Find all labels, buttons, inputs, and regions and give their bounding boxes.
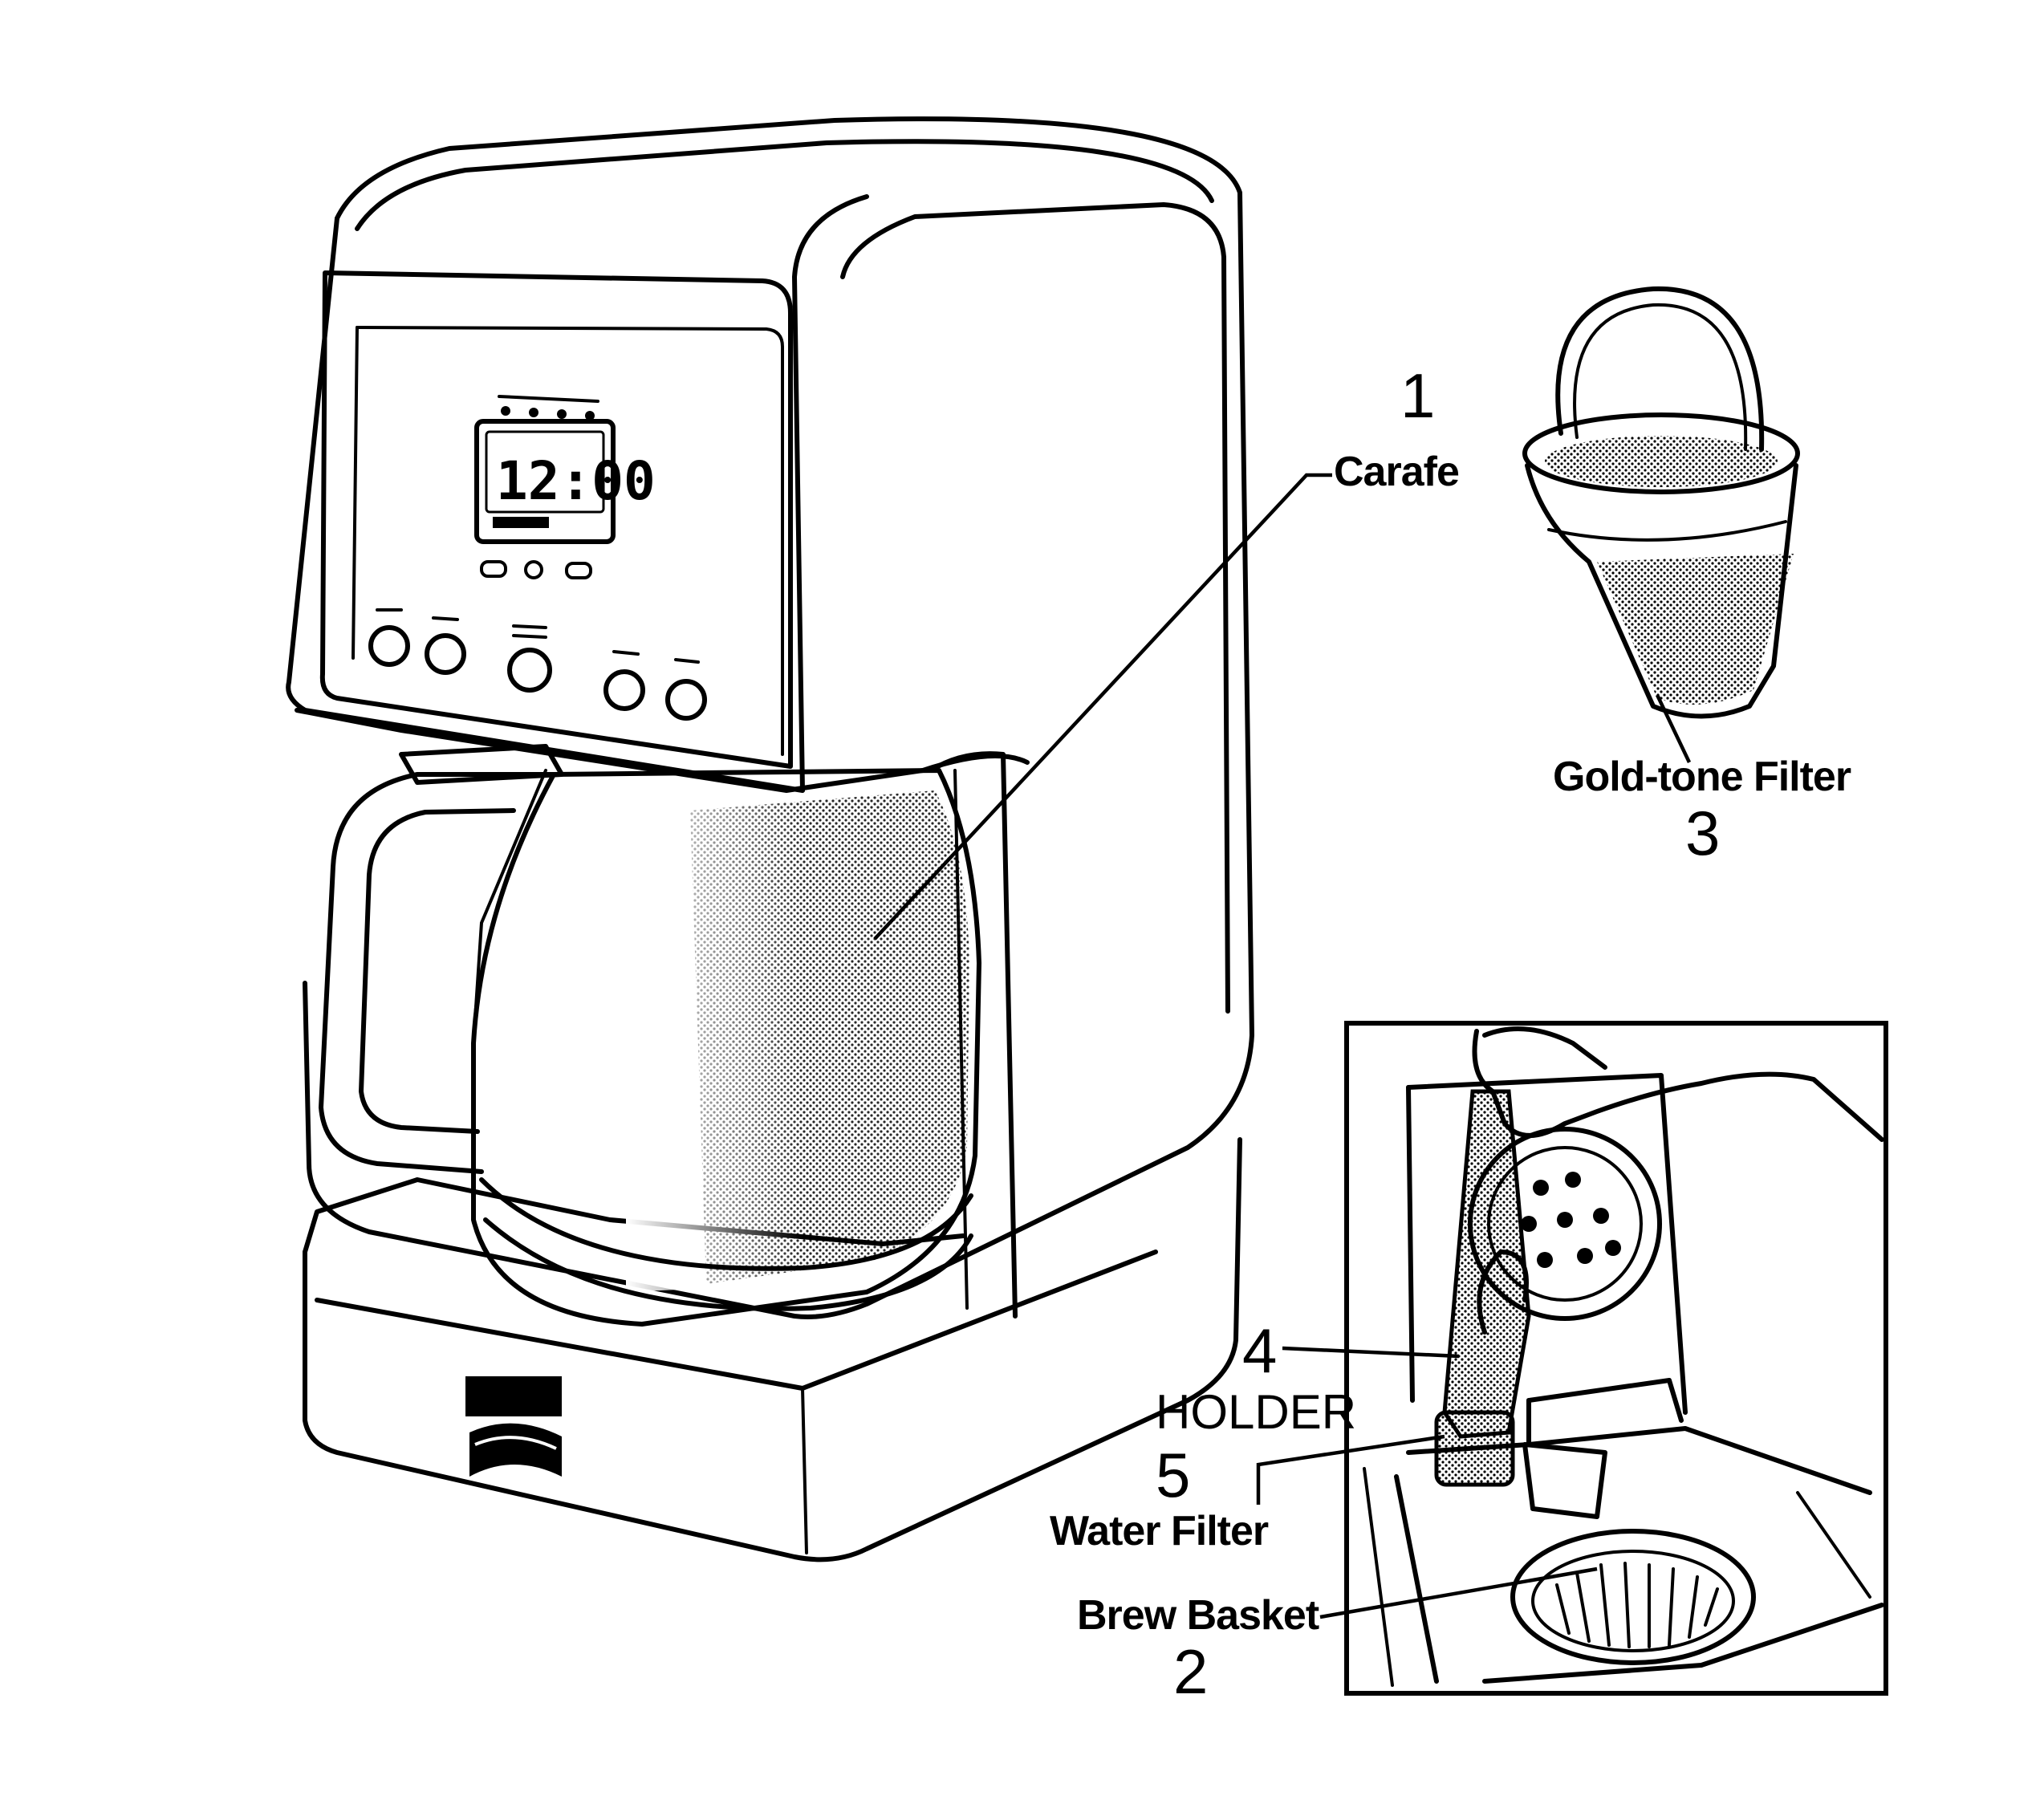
filter-handle-inner	[1573, 303, 1748, 451]
control-button-2[interactable]	[425, 633, 466, 675]
shower-holes	[1521, 1172, 1621, 1268]
inset-open-lid-view	[1344, 1021, 1888, 1696]
carafe-spout	[472, 769, 547, 1045]
drip-head-underside	[295, 708, 1030, 793]
base-edge-2	[801, 1387, 808, 1554]
callout-number-gold-tone-filter: 3	[1685, 798, 1720, 868]
base-front	[303, 1137, 1242, 1562]
housing-top-rim	[355, 139, 1214, 231]
carafe-lower-band-2	[483, 1217, 973, 1311]
leader-carafe	[873, 473, 1332, 941]
control-button-1[interactable]	[368, 625, 410, 667]
filter-mesh	[1597, 554, 1794, 705]
carafe-highlight	[626, 794, 803, 1292]
inset-brew-basket-rim	[1510, 1529, 1756, 1665]
carafe-glass	[471, 768, 981, 1327]
carafe-handle	[319, 772, 556, 1174]
housing-right-stem-2	[953, 769, 969, 1310]
front-control-buttons	[368, 608, 707, 721]
callout-number-carafe: 1	[1400, 360, 1435, 431]
callout-label-water-filter: Water Filter	[1050, 1508, 1269, 1554]
carafe-handle-inner	[359, 808, 516, 1134]
callout-number-holder: 4	[1242, 1315, 1277, 1386]
brand-badge	[465, 1376, 562, 1477]
callout-label-gold-tone-filter: Gold-tone Filter	[1553, 754, 1851, 800]
filter-mesh-top	[1545, 436, 1778, 487]
filter-handle	[1555, 286, 1765, 452]
callout-number-water-filter: 5	[1156, 1440, 1190, 1510]
filter-cone	[1525, 463, 1798, 719]
inset-finger	[1482, 1026, 1607, 1070]
inset-brew-basket-ribs	[1555, 1562, 1719, 1648]
inset-hand	[1472, 1029, 1884, 1142]
callout-label-carafe: Carafe	[1334, 449, 1459, 495]
inset-lid	[1406, 1073, 1688, 1415]
control-button-3[interactable]	[507, 648, 552, 693]
lcd-window	[485, 430, 605, 514]
inset-reservoir-rim	[1526, 1378, 1684, 1447]
housing-inner-column	[792, 194, 869, 793]
control-button-5[interactable]	[665, 679, 707, 721]
control-panel-inset-2	[352, 326, 359, 660]
inset-holder-loop	[1477, 1249, 1529, 1335]
filter-rim	[1522, 412, 1800, 494]
inset-lid-edge	[1406, 1085, 1415, 1403]
gold-tone-filter-illustration	[1522, 286, 1800, 719]
inset-reservoir	[1394, 1426, 1872, 1684]
carafe-lid	[399, 744, 564, 785]
callout-number-brew-basket: 2	[1173, 1636, 1208, 1707]
carafe-lower-band	[479, 1177, 973, 1271]
inset-hinge	[1522, 1442, 1607, 1519]
indicator-lights	[498, 395, 599, 421]
control-button-4[interactable]	[603, 669, 645, 711]
leader-gold-tone-filter	[1655, 694, 1692, 763]
callout-label-holder: HOLDER	[1156, 1385, 1356, 1439]
control-panel-inset	[356, 326, 784, 756]
housing-right-column	[840, 202, 1230, 1014]
leader-holder	[1282, 1346, 1460, 1359]
inset-front-wall	[1482, 1603, 1884, 1684]
leader-lines	[873, 473, 1692, 1619]
inset-brew-basket-inner	[1531, 1550, 1735, 1652]
coffee-maker: 12:00	[286, 116, 1254, 1562]
callout-label-brew-basket: Brew Basket	[1077, 1592, 1319, 1639]
lcd-time: 12:00	[496, 450, 656, 512]
housing-outline	[303, 116, 1254, 1319]
leader-water-filter	[1256, 1434, 1445, 1505]
lcd-display	[474, 419, 616, 544]
callout-labels: 1 Carafe Gold-tone Filter 3 4 HOLDER 5 W…	[1050, 360, 1852, 1707]
control-panel-face	[319, 270, 793, 769]
housing-right-stem	[929, 751, 1018, 1319]
lcd-status-bar	[493, 517, 549, 528]
carafe	[319, 744, 981, 1327]
lcd-buttons	[480, 560, 592, 579]
inset-detail	[1363, 1467, 1871, 1687]
inset-frame	[1344, 1021, 1888, 1696]
filter-band	[1547, 520, 1787, 542]
leader-brew-basket	[1319, 1566, 1598, 1619]
